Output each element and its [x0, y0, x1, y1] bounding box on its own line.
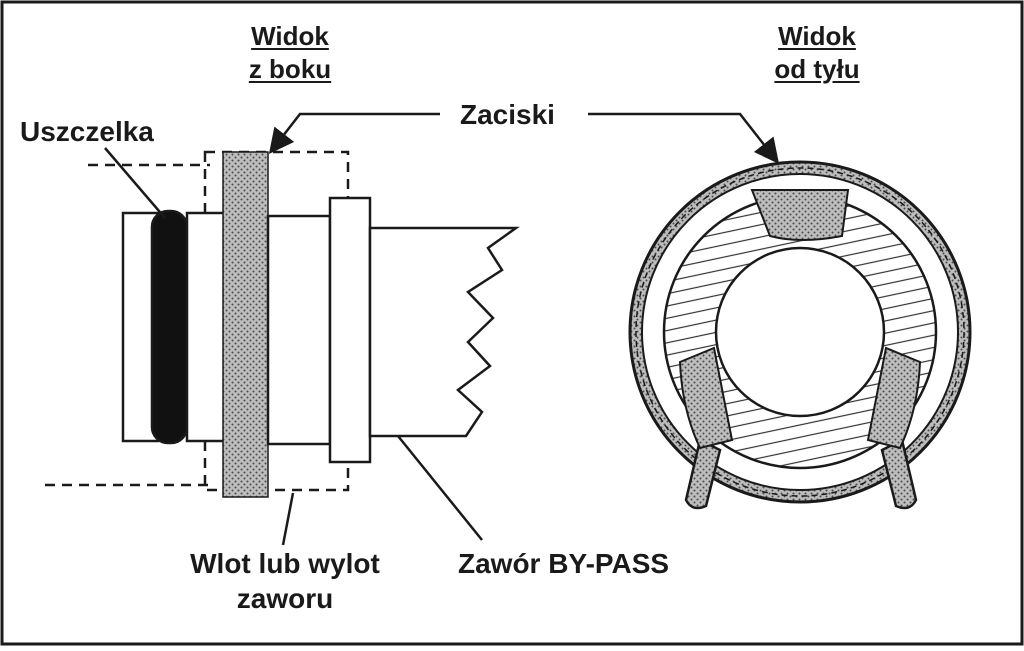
flange [185, 211, 227, 443]
inlet-outlet-label: Wlot lub wylot zaworu [160, 546, 410, 616]
side-view-title-line2: z boku [248, 53, 332, 84]
clamps-leader-rear [588, 112, 780, 164]
inlet-outlet-label-line1: Wlot lub wylot [190, 548, 380, 579]
clamp-jaw-top [750, 189, 850, 241]
rear-view-drawing [628, 160, 972, 510]
clamp-leg-right [880, 438, 918, 510]
seal-label: Uszczelka [20, 116, 154, 147]
side-view-title: Widok z boku [230, 20, 350, 85]
bypass-valve-label: Zawór BY-PASS [458, 548, 670, 579]
clamps-label: Zaciski [460, 99, 555, 130]
valve-body [266, 214, 332, 446]
seal-leader [104, 147, 166, 219]
clamp-jaw-right [866, 346, 922, 450]
clamp-leg-left [684, 438, 722, 510]
bypass-tube [368, 226, 520, 438]
inlet-leader [281, 492, 295, 546]
seal-ring [150, 209, 189, 445]
bypass-leader [397, 435, 483, 541]
inlet-outlet-label-line2: zaworu [236, 583, 334, 614]
valve-collar [328, 196, 372, 464]
rear-view-title: Widok od tyłu [755, 20, 879, 85]
side-view-title-line1: Widok [251, 21, 329, 51]
side-view-drawing [45, 150, 520, 498]
leader-lines [104, 112, 780, 546]
clamp-jaw-left [678, 346, 734, 450]
clamp-band [222, 151, 269, 498]
clamps-leader-side [268, 112, 440, 154]
rear-view-title-line2: od tyłu [774, 53, 860, 84]
rear-view-title-line1: Widok [778, 21, 856, 51]
